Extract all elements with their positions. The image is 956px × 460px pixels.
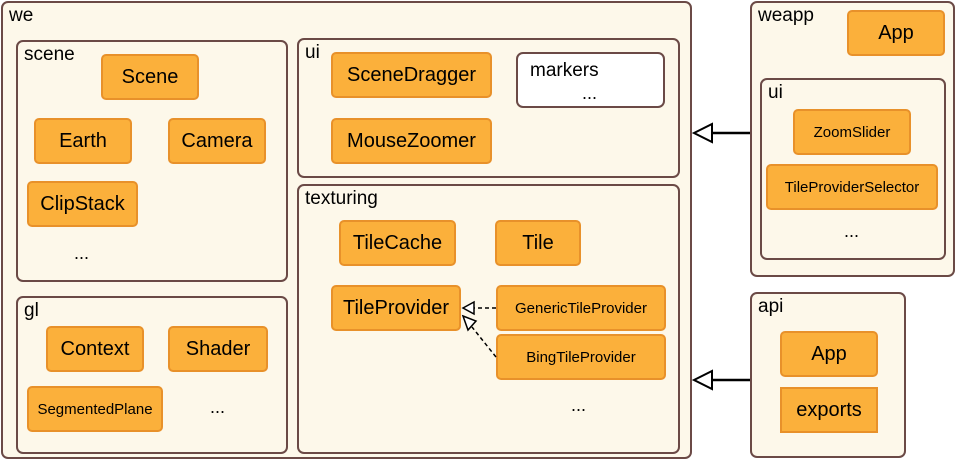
class-tileproviderselector[interactable]: TileProviderSelector (766, 164, 938, 210)
class-generictileprovider[interactable]: GenericTileProvider (496, 285, 666, 331)
generic-implements-arrow (461, 300, 496, 316)
weapp-to-we-arrow (691, 122, 750, 144)
bing-implements-arrow (461, 314, 497, 358)
weapp-ui-more-ellipsis: ... (844, 221, 860, 241)
class-segmentedplane[interactable]: SegmentedPlane (27, 386, 163, 432)
package-markers: markers ... (516, 52, 665, 108)
class-mousezoomer[interactable]: MouseZoomer (331, 118, 492, 164)
package-api-label: api (758, 296, 784, 317)
texturing-more-ellipsis: ... (571, 395, 587, 415)
class-api-exports[interactable]: exports (780, 387, 878, 433)
class-tile[interactable]: Tile (495, 220, 581, 266)
class-earth[interactable]: Earth (34, 118, 132, 164)
class-shader[interactable]: Shader (168, 326, 268, 372)
class-context[interactable]: Context (46, 326, 144, 372)
package-texturing-label: texturing (305, 188, 378, 209)
class-zoomslider[interactable]: ZoomSlider (793, 109, 911, 155)
class-bingtileprovider[interactable]: BingTileProvider (496, 334, 666, 380)
class-tileprovider[interactable]: TileProvider (331, 285, 461, 331)
package-we-label: we (9, 5, 34, 26)
package-weapp-ui-label: ui (768, 82, 783, 103)
class-api-app[interactable]: App (780, 331, 878, 377)
package-gl-label: gl (24, 300, 39, 321)
package-ui-label: ui (305, 42, 320, 63)
package-markers-label: markers (530, 60, 599, 81)
class-scene[interactable]: Scene (101, 54, 199, 100)
scene-more-ellipsis: ... (74, 243, 90, 263)
class-clipstack[interactable]: ClipStack (27, 181, 138, 227)
gl-more-ellipsis: ... (210, 397, 226, 417)
package-scene-label: scene (24, 44, 75, 65)
class-weapp-app[interactable]: App (847, 10, 945, 56)
api-to-we-arrow (691, 369, 750, 391)
class-tilecache[interactable]: TileCache (339, 220, 456, 266)
class-camera[interactable]: Camera (168, 118, 266, 164)
markers-more-ellipsis: ... (582, 83, 598, 103)
package-weapp-label: weapp (758, 5, 814, 26)
class-scenedragger[interactable]: SceneDragger (331, 52, 492, 98)
